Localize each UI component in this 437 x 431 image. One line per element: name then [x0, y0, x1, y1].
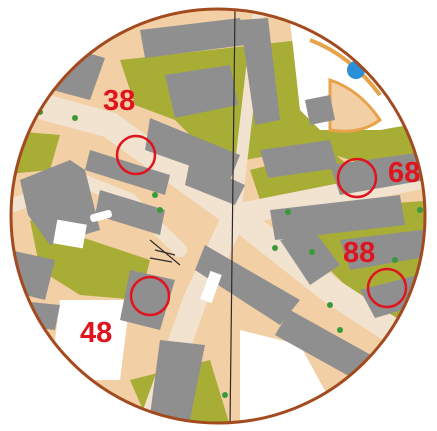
building	[240, 18, 280, 125]
building	[260, 140, 338, 178]
control-circle[interactable]	[115, 134, 157, 176]
building	[165, 65, 238, 118]
control-number: 38	[103, 85, 135, 117]
building	[195, 245, 300, 325]
building	[400, 40, 424, 75]
building	[325, 395, 390, 422]
courtyards	[53, 209, 222, 304]
control-68[interactable]: 68	[336, 157, 420, 199]
building	[330, 150, 424, 195]
north-line	[229, 10, 236, 422]
map-frame	[9, 7, 427, 425]
building	[145, 118, 240, 180]
control-markers: 38 68 88 48	[80, 85, 420, 349]
control-circle[interactable]	[366, 267, 408, 309]
control-number: 48	[80, 317, 112, 349]
control-number: 88	[343, 237, 375, 269]
trees	[37, 109, 423, 398]
control-number: 68	[388, 157, 420, 189]
building	[270, 195, 405, 240]
building	[150, 340, 205, 420]
control-38[interactable]: 38	[103, 85, 157, 176]
control-48[interactable]: 48	[80, 275, 171, 349]
building	[280, 232, 340, 285]
control-circle[interactable]	[336, 157, 378, 199]
building	[275, 310, 380, 385]
control-circle[interactable]	[129, 275, 171, 317]
building	[140, 18, 245, 58]
line-features	[149, 10, 236, 422]
stairs	[149, 249, 176, 263]
building	[185, 160, 245, 205]
control-88[interactable]: 88	[343, 237, 408, 309]
building	[95, 190, 165, 235]
building	[340, 228, 424, 270]
